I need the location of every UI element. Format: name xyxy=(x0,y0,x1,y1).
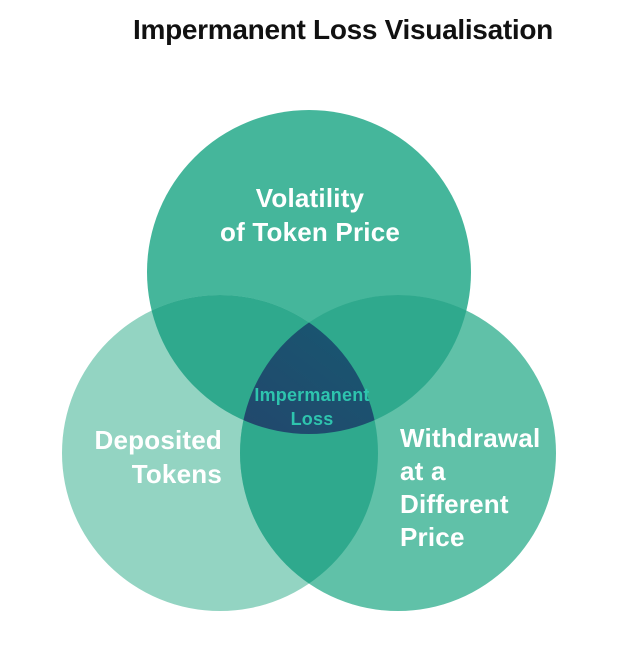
withdrawal-label: Withdrawal at a Different Price xyxy=(400,423,541,552)
volatility-label: Volatility of Token Price xyxy=(219,183,401,247)
page-title: Impermanent Loss Visualisation xyxy=(133,14,553,45)
deposited-label: Deposited Tokens xyxy=(94,425,222,489)
center-intersection xyxy=(240,295,378,434)
impermanent-loss-label: Impermanent Loss xyxy=(254,385,370,429)
